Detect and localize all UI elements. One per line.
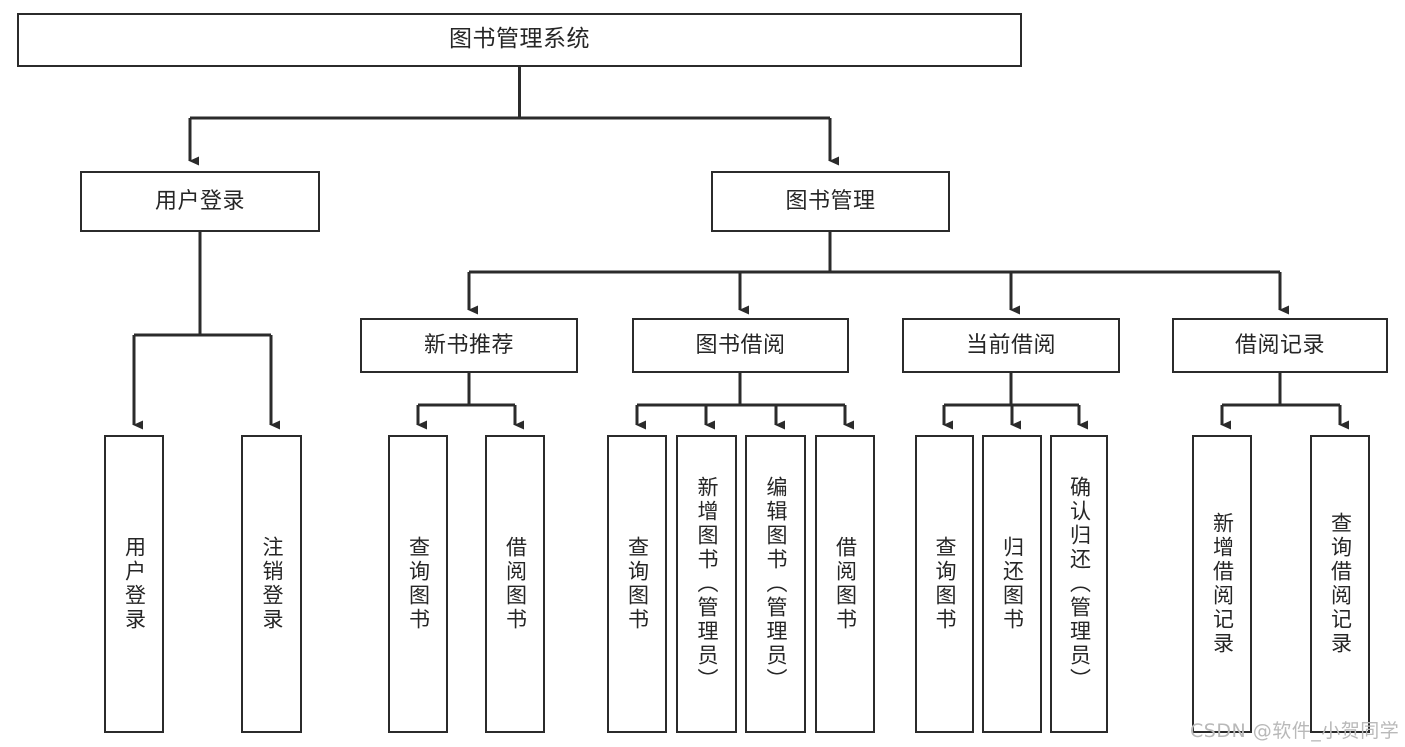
leaf-borrow-1[interactable]: 新增图书（管理员） xyxy=(676,435,737,733)
leaf-borrow-2[interactable]: 编辑图书（管理员） xyxy=(745,435,806,733)
node-book-borrow-label: 图书借阅 xyxy=(695,332,786,358)
node-book-management[interactable]: 图书管理 xyxy=(711,171,950,232)
leaf-new-book-1-label: 借阅图书 xyxy=(503,536,528,632)
leaf-new-book-1[interactable]: 借阅图书 xyxy=(485,435,545,733)
leaf-borrow-0[interactable]: 查询图书 xyxy=(607,435,667,733)
leaf-current-2-label: 确认归还（管理员） xyxy=(1067,476,1092,692)
leaf-borrow-3[interactable]: 借阅图书 xyxy=(815,435,875,733)
node-root-label: 图书管理系统 xyxy=(449,26,590,53)
leaf-borrow-3-label: 借阅图书 xyxy=(833,536,858,632)
node-borrow-records[interactable]: 借阅记录 xyxy=(1172,318,1388,373)
leaf-user-login-1[interactable]: 注销登录 xyxy=(241,435,302,733)
node-book-borrow[interactable]: 图书借阅 xyxy=(632,318,849,373)
leaf-records-1[interactable]: 查询借阅记录 xyxy=(1310,435,1370,733)
leaf-records-0-label: 新增借阅记录 xyxy=(1210,512,1235,656)
leaf-borrow-2-label: 编辑图书（管理员） xyxy=(764,476,788,692)
node-new-book-recommend[interactable]: 新书推荐 xyxy=(360,318,578,373)
leaf-user-login-0-label: 用户登录 xyxy=(122,536,147,632)
node-book-management-label: 图书管理 xyxy=(785,188,876,214)
leaf-records-0[interactable]: 新增借阅记录 xyxy=(1192,435,1252,733)
leaf-current-1[interactable]: 归还图书 xyxy=(982,435,1042,733)
leaf-current-1-label: 归还图书 xyxy=(1000,536,1025,632)
node-current-borrow-label: 当前借阅 xyxy=(965,332,1056,358)
leaf-records-1-label: 查询借阅记录 xyxy=(1328,512,1353,656)
node-current-borrow[interactable]: 当前借阅 xyxy=(902,318,1120,373)
node-new-book-recommend-label: 新书推荐 xyxy=(423,332,514,358)
leaf-current-2[interactable]: 确认归还（管理员） xyxy=(1050,435,1108,733)
leaf-borrow-0-label: 查询图书 xyxy=(625,536,650,632)
node-user-login-label: 用户登录 xyxy=(154,188,245,214)
node-user-login[interactable]: 用户登录 xyxy=(80,171,320,232)
node-borrow-records-label: 借阅记录 xyxy=(1234,332,1325,358)
leaf-user-login-1-label: 注销登录 xyxy=(260,536,284,632)
leaf-new-book-0[interactable]: 查询图书 xyxy=(388,435,448,733)
node-root[interactable]: 图书管理系统 xyxy=(17,13,1022,67)
leaf-new-book-0-label: 查询图书 xyxy=(406,536,431,632)
csdn-watermark: CSDN @软件_小贺同学 xyxy=(1190,720,1400,742)
leaf-borrow-1-label: 新增图书（管理员） xyxy=(695,476,719,692)
leaf-current-0-label: 查询图书 xyxy=(933,536,957,632)
leaf-current-0[interactable]: 查询图书 xyxy=(915,435,974,733)
leaf-user-login-0[interactable]: 用户登录 xyxy=(104,435,164,733)
